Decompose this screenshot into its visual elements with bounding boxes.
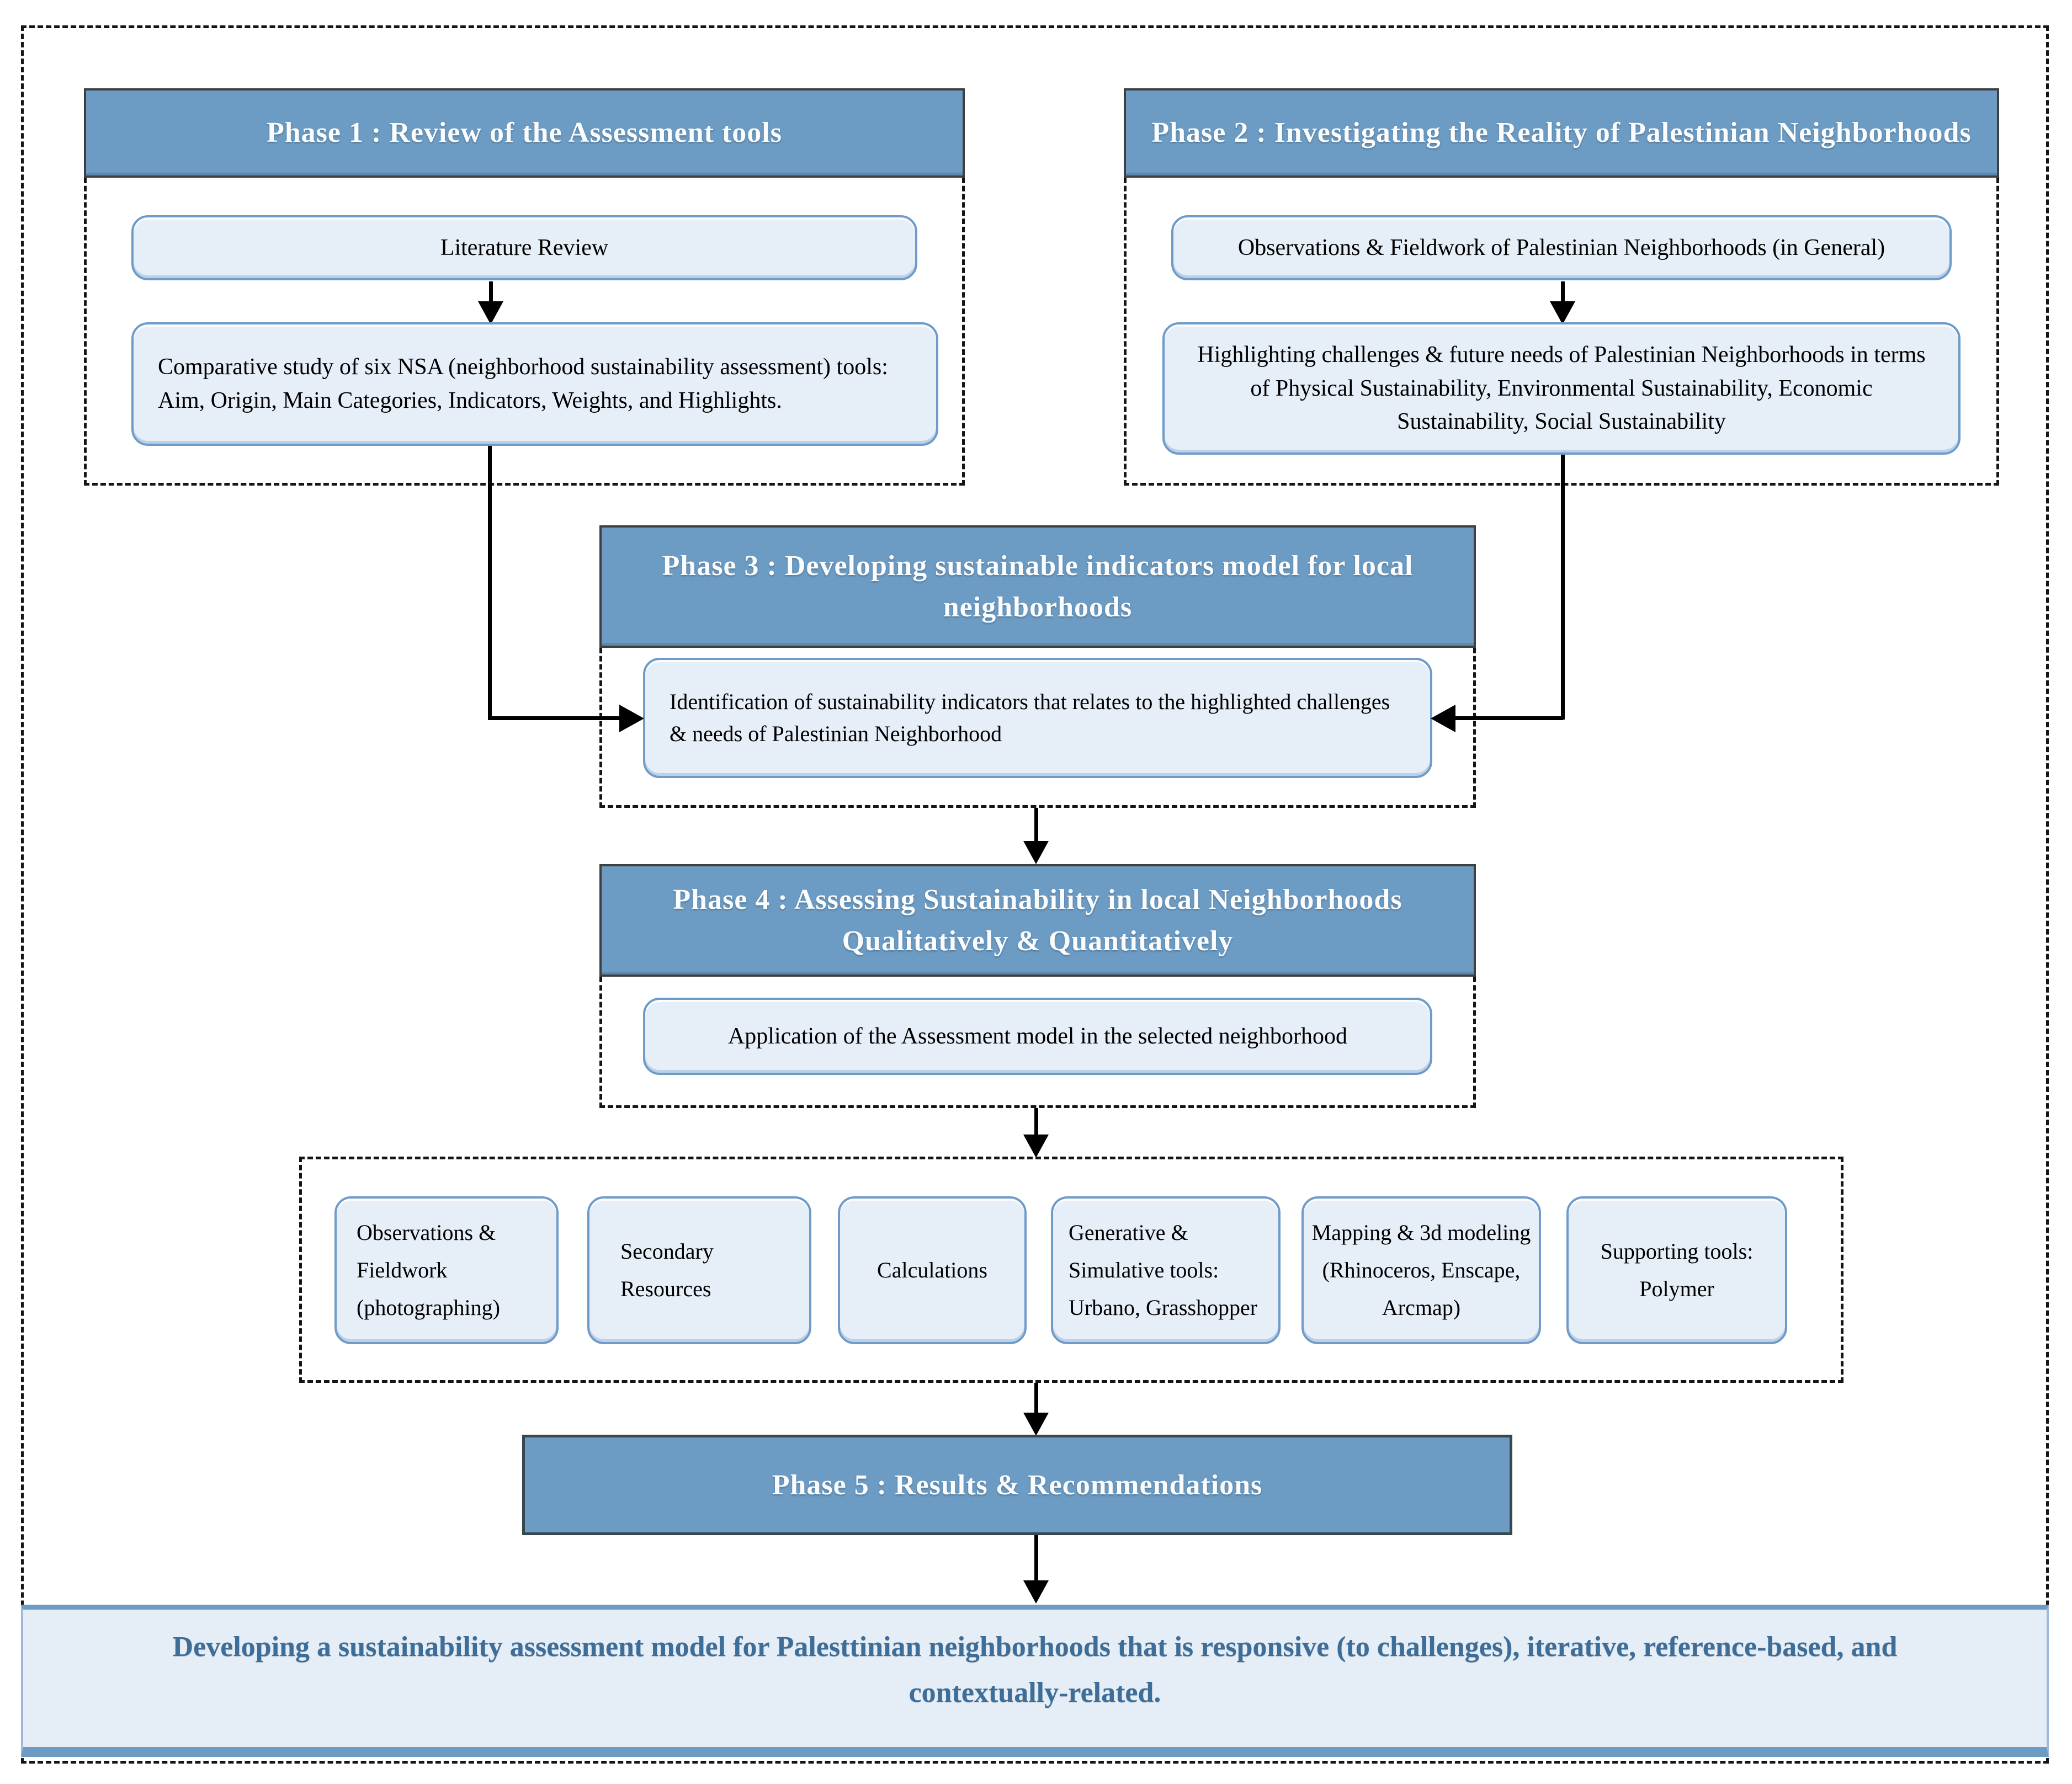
tool-supporting-polymer: Supporting tools: Polymer xyxy=(1566,1196,1787,1344)
phase-1-header: Phase 1 : Review of the Assessment tools xyxy=(84,88,965,178)
observations-fieldwork-box: Observations & Fieldwork of Palestinian … xyxy=(1171,215,1952,280)
phase5-to-outcome-arrowhead-icon xyxy=(1023,1580,1049,1604)
phase-2-title: Phase 2 : Investigating the Reality of P… xyxy=(1151,117,1972,149)
outer-boundary xyxy=(21,25,2049,1764)
comparative-study-label: Comparative study of six NSA (neighborho… xyxy=(158,354,888,413)
literature-review-label: Literature Review xyxy=(440,235,609,260)
phase2-to-phase3-connector-horizontal xyxy=(1455,716,1563,720)
phase1-to-phase3-arrowhead-icon xyxy=(619,705,644,732)
phase-3-body xyxy=(599,648,1476,808)
literature-review-box: Literature Review xyxy=(131,215,917,280)
phase1-internal-arrowhead-icon xyxy=(478,301,503,324)
phase-1-body xyxy=(84,178,965,486)
phase-2-header: Phase 2 : Investigating the Reality of P… xyxy=(1124,88,1999,178)
phase4-to-tools-arrow-line xyxy=(1034,1108,1038,1137)
tools-to-phase5-arrowhead-icon xyxy=(1023,1413,1049,1436)
phase-5-title: Phase 5 : Results & Recommendations xyxy=(772,1469,1263,1501)
phase2-internal-arrowhead-icon xyxy=(1550,301,1575,324)
tools-to-phase5-arrow-line xyxy=(1034,1383,1038,1414)
tool-mapping-3d-modeling: Mapping & 3d modeling (Rhinoceros, Ensca… xyxy=(1301,1196,1541,1344)
phase5-to-outcome-arrow-line xyxy=(1034,1535,1038,1581)
tool-supporting-polymer-label: Supporting tools: Polymer xyxy=(1600,1239,1754,1301)
phase2-to-phase3-connector-vertical xyxy=(1561,455,1565,720)
tool-observations-fieldwork-label: Observations & Fieldwork (photographing) xyxy=(357,1220,500,1320)
phase2-internal-arrow-line xyxy=(1561,281,1565,302)
phase1-internal-arrow-line xyxy=(489,281,493,302)
phase-4-header: Phase 4 : Assessing Sustainability in lo… xyxy=(599,864,1476,977)
phase-3-header: Phase 3 : Developing sustainable indicat… xyxy=(599,525,1476,648)
phase4-to-tools-arrowhead-icon xyxy=(1023,1135,1049,1158)
application-model-box: Application of the Assessment model in t… xyxy=(643,998,1432,1075)
tools-container xyxy=(299,1157,1843,1383)
phase3-to-phase4-arrowhead-icon xyxy=(1023,841,1049,864)
tool-observations-fieldwork: Observations & Fieldwork (photographing) xyxy=(334,1196,559,1344)
phase2-to-phase3-arrowhead-icon xyxy=(1431,705,1455,732)
phase-1-title: Phase 1 : Review of the Assessment tools xyxy=(266,117,782,149)
identification-indicators-label: Identification of sustainability indicat… xyxy=(670,689,1390,746)
phase1-to-phase3-connector-vertical xyxy=(488,446,492,720)
tool-mapping-3d-modeling-label: Mapping & 3d modeling (Rhinoceros, Ensca… xyxy=(1311,1220,1531,1320)
observations-fieldwork-label: Observations & Fieldwork of Palestinian … xyxy=(1237,235,1885,260)
tool-secondary-resources: Secondary Resources xyxy=(587,1196,811,1344)
phase-4-body xyxy=(599,977,1476,1108)
phase-3-title: Phase 3 : Developing sustainable indicat… xyxy=(662,550,1414,623)
highlighting-challenges-label: Highlighting challenges & future needs o… xyxy=(1197,342,1926,435)
highlighting-challenges-box: Highlighting challenges & future needs o… xyxy=(1162,322,1961,455)
phase3-to-phase4-arrow-line xyxy=(1034,808,1038,842)
comparative-study-box: Comparative study of six NSA (neighborho… xyxy=(131,322,938,446)
phase1-to-phase3-connector-horizontal xyxy=(488,716,620,720)
tool-generative-simulative: Generative & Simulative tools: Urbano, G… xyxy=(1051,1196,1281,1344)
application-model-label: Application of the Assessment model in t… xyxy=(727,1023,1348,1049)
tool-secondary-resources-label: Secondary Resources xyxy=(620,1239,714,1301)
tool-calculations: Calculations xyxy=(838,1196,1027,1344)
outcome-box: Developing a sustainability assessment m… xyxy=(21,1605,2049,1757)
phase-4-title: Phase 4 : Assessing Sustainability in lo… xyxy=(673,883,1402,957)
tool-calculations-label: Calculations xyxy=(877,1258,987,1282)
identification-indicators-box: Identification of sustainability indicat… xyxy=(643,658,1432,778)
outcome-text: Developing a sustainability assessment m… xyxy=(172,1631,1898,1709)
phase-5-header: Phase 5 : Results & Recommendations xyxy=(522,1435,1512,1535)
tool-generative-simulative-label: Generative & Simulative tools: Urbano, G… xyxy=(1069,1220,1258,1320)
